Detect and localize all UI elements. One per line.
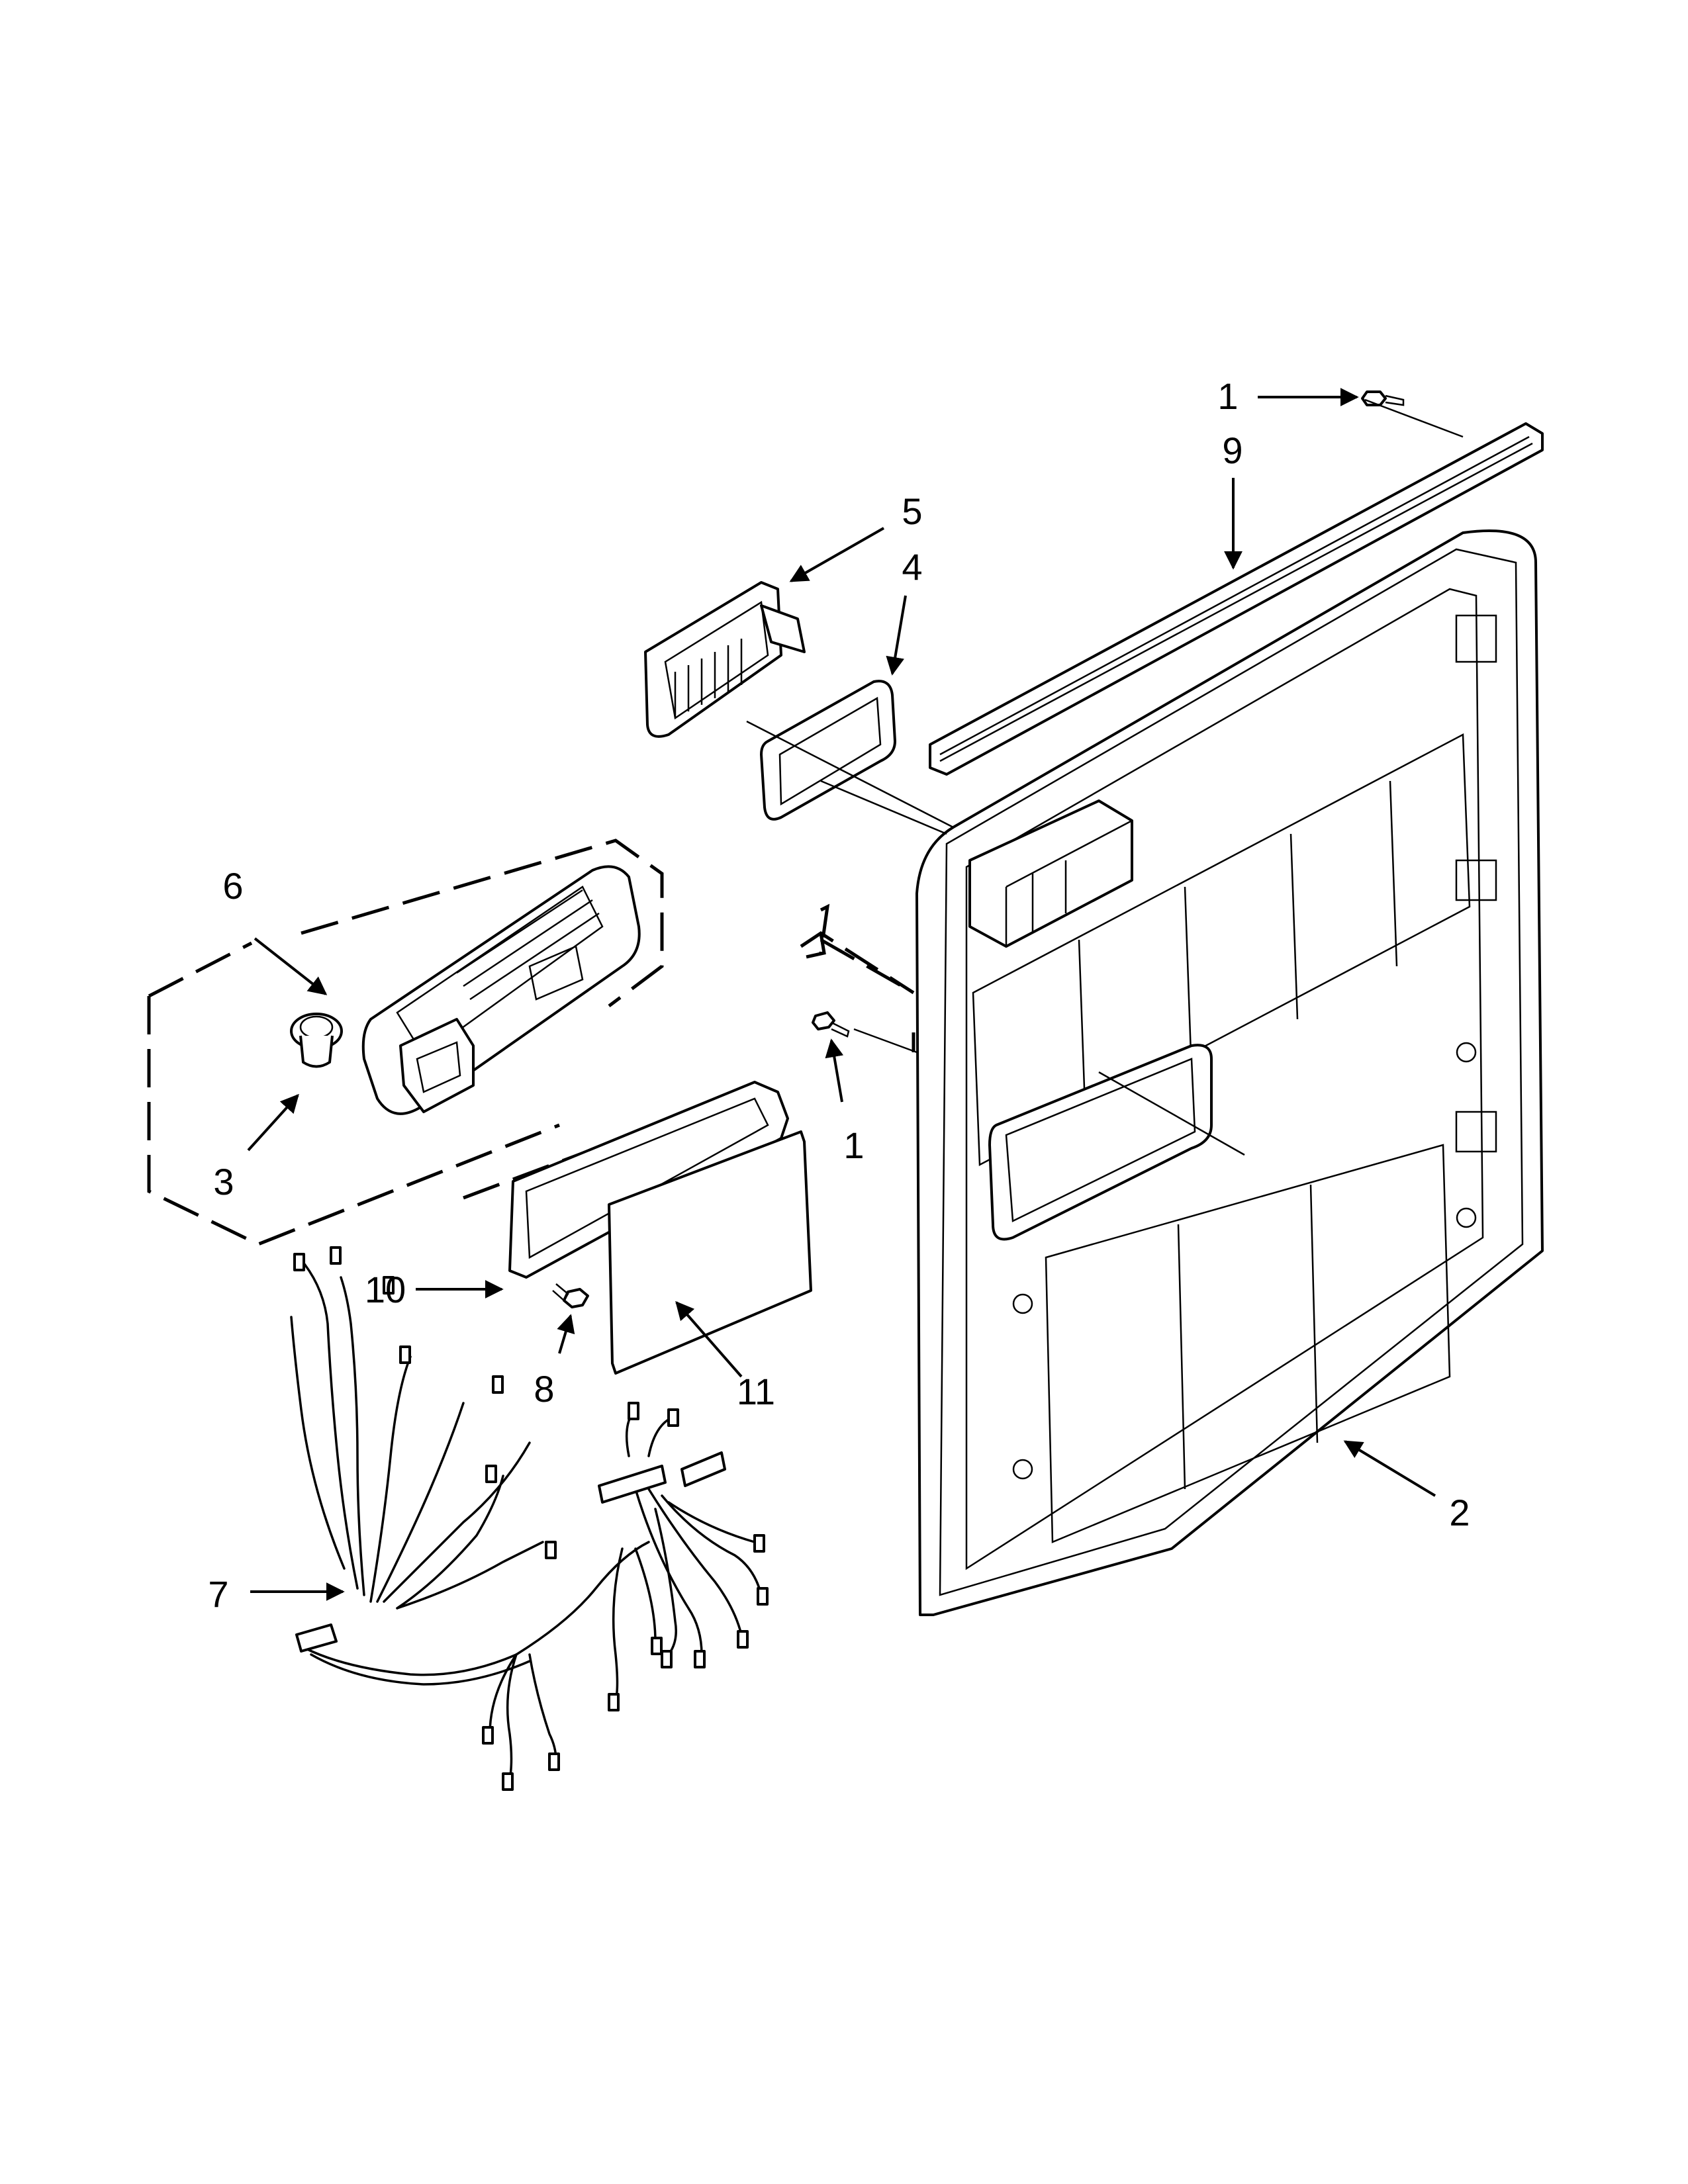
callout-9: 9: [1222, 430, 1243, 471]
callout-4: 4: [902, 546, 922, 588]
callout-1-mid: 1: [843, 1124, 864, 1166]
control-module: [361, 865, 641, 1115]
door-trim-strip: [929, 422, 1544, 776]
ref-line-gasket: [820, 780, 947, 835]
callout-8: 8: [534, 1368, 554, 1410]
wire-harness: [290, 1246, 769, 1791]
vent-assembly: [644, 581, 806, 738]
callout-3: 3: [213, 1161, 234, 1203]
leader-3: [247, 1093, 299, 1152]
control-board-gasket: [508, 1081, 789, 1279]
screw-8: [552, 1283, 589, 1308]
screw-middle: [812, 1011, 850, 1038]
leader-lines: [247, 388, 1464, 1601]
callout-11: 11: [737, 1371, 775, 1412]
leader-6: [254, 937, 328, 995]
insulation-pad: [608, 1130, 812, 1375]
callout-7: 7: [208, 1573, 228, 1615]
knob: [290, 1013, 343, 1068]
leader-11: [675, 1300, 743, 1378]
screw-top: [1361, 390, 1405, 406]
leader-5: [789, 527, 884, 582]
callout-labels: 1 9 5 4 6 3 1 10 8 11 7 2: [208, 375, 1470, 1615]
callout-6: 6: [222, 865, 243, 907]
leader-8: [557, 1314, 575, 1354]
ref-line-opening: [1098, 1071, 1245, 1156]
leader-4: [886, 595, 907, 676]
callout-5: 5: [902, 490, 922, 532]
vent-gasket: [760, 680, 896, 821]
inner-door-panel: [915, 529, 1544, 1616]
leader-2: [1343, 1440, 1436, 1497]
ref-line-mid-screw: [853, 1028, 917, 1054]
leader-1-mid: [825, 1038, 844, 1103]
callout-10: 10: [365, 1269, 406, 1310]
callout-2: 2: [1449, 1492, 1470, 1533]
ref-line-top-screw: [1364, 398, 1464, 438]
callout-1-top: 1: [1217, 375, 1238, 417]
ref-line-vent: [746, 720, 954, 829]
